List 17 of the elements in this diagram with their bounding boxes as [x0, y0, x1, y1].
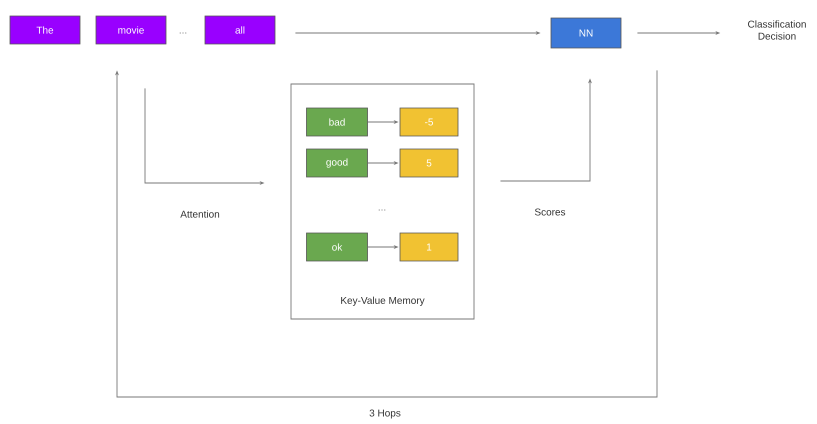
edge-label: Attention	[179, 209, 221, 219]
key-box: ok	[306, 232, 368, 262]
word-box: movie	[96, 16, 166, 44]
output-text: Classification Decision	[748, 20, 806, 40]
edge-label: Scores	[533, 207, 567, 217]
network-box: NN	[550, 18, 622, 48]
edge-label: 3 Hops	[368, 408, 402, 420]
arrow	[114, 70, 658, 398]
value-box: 1	[400, 232, 458, 262]
ellipsis: ...	[378, 209, 386, 211]
key-box: good	[306, 148, 368, 178]
word-box: The	[10, 16, 80, 44]
ellipsis: ...	[180, 32, 186, 34]
value-box: -5	[400, 108, 458, 136]
value-box: 5	[400, 148, 458, 178]
word-box: all	[204, 16, 276, 44]
key-box: bad	[306, 108, 368, 136]
